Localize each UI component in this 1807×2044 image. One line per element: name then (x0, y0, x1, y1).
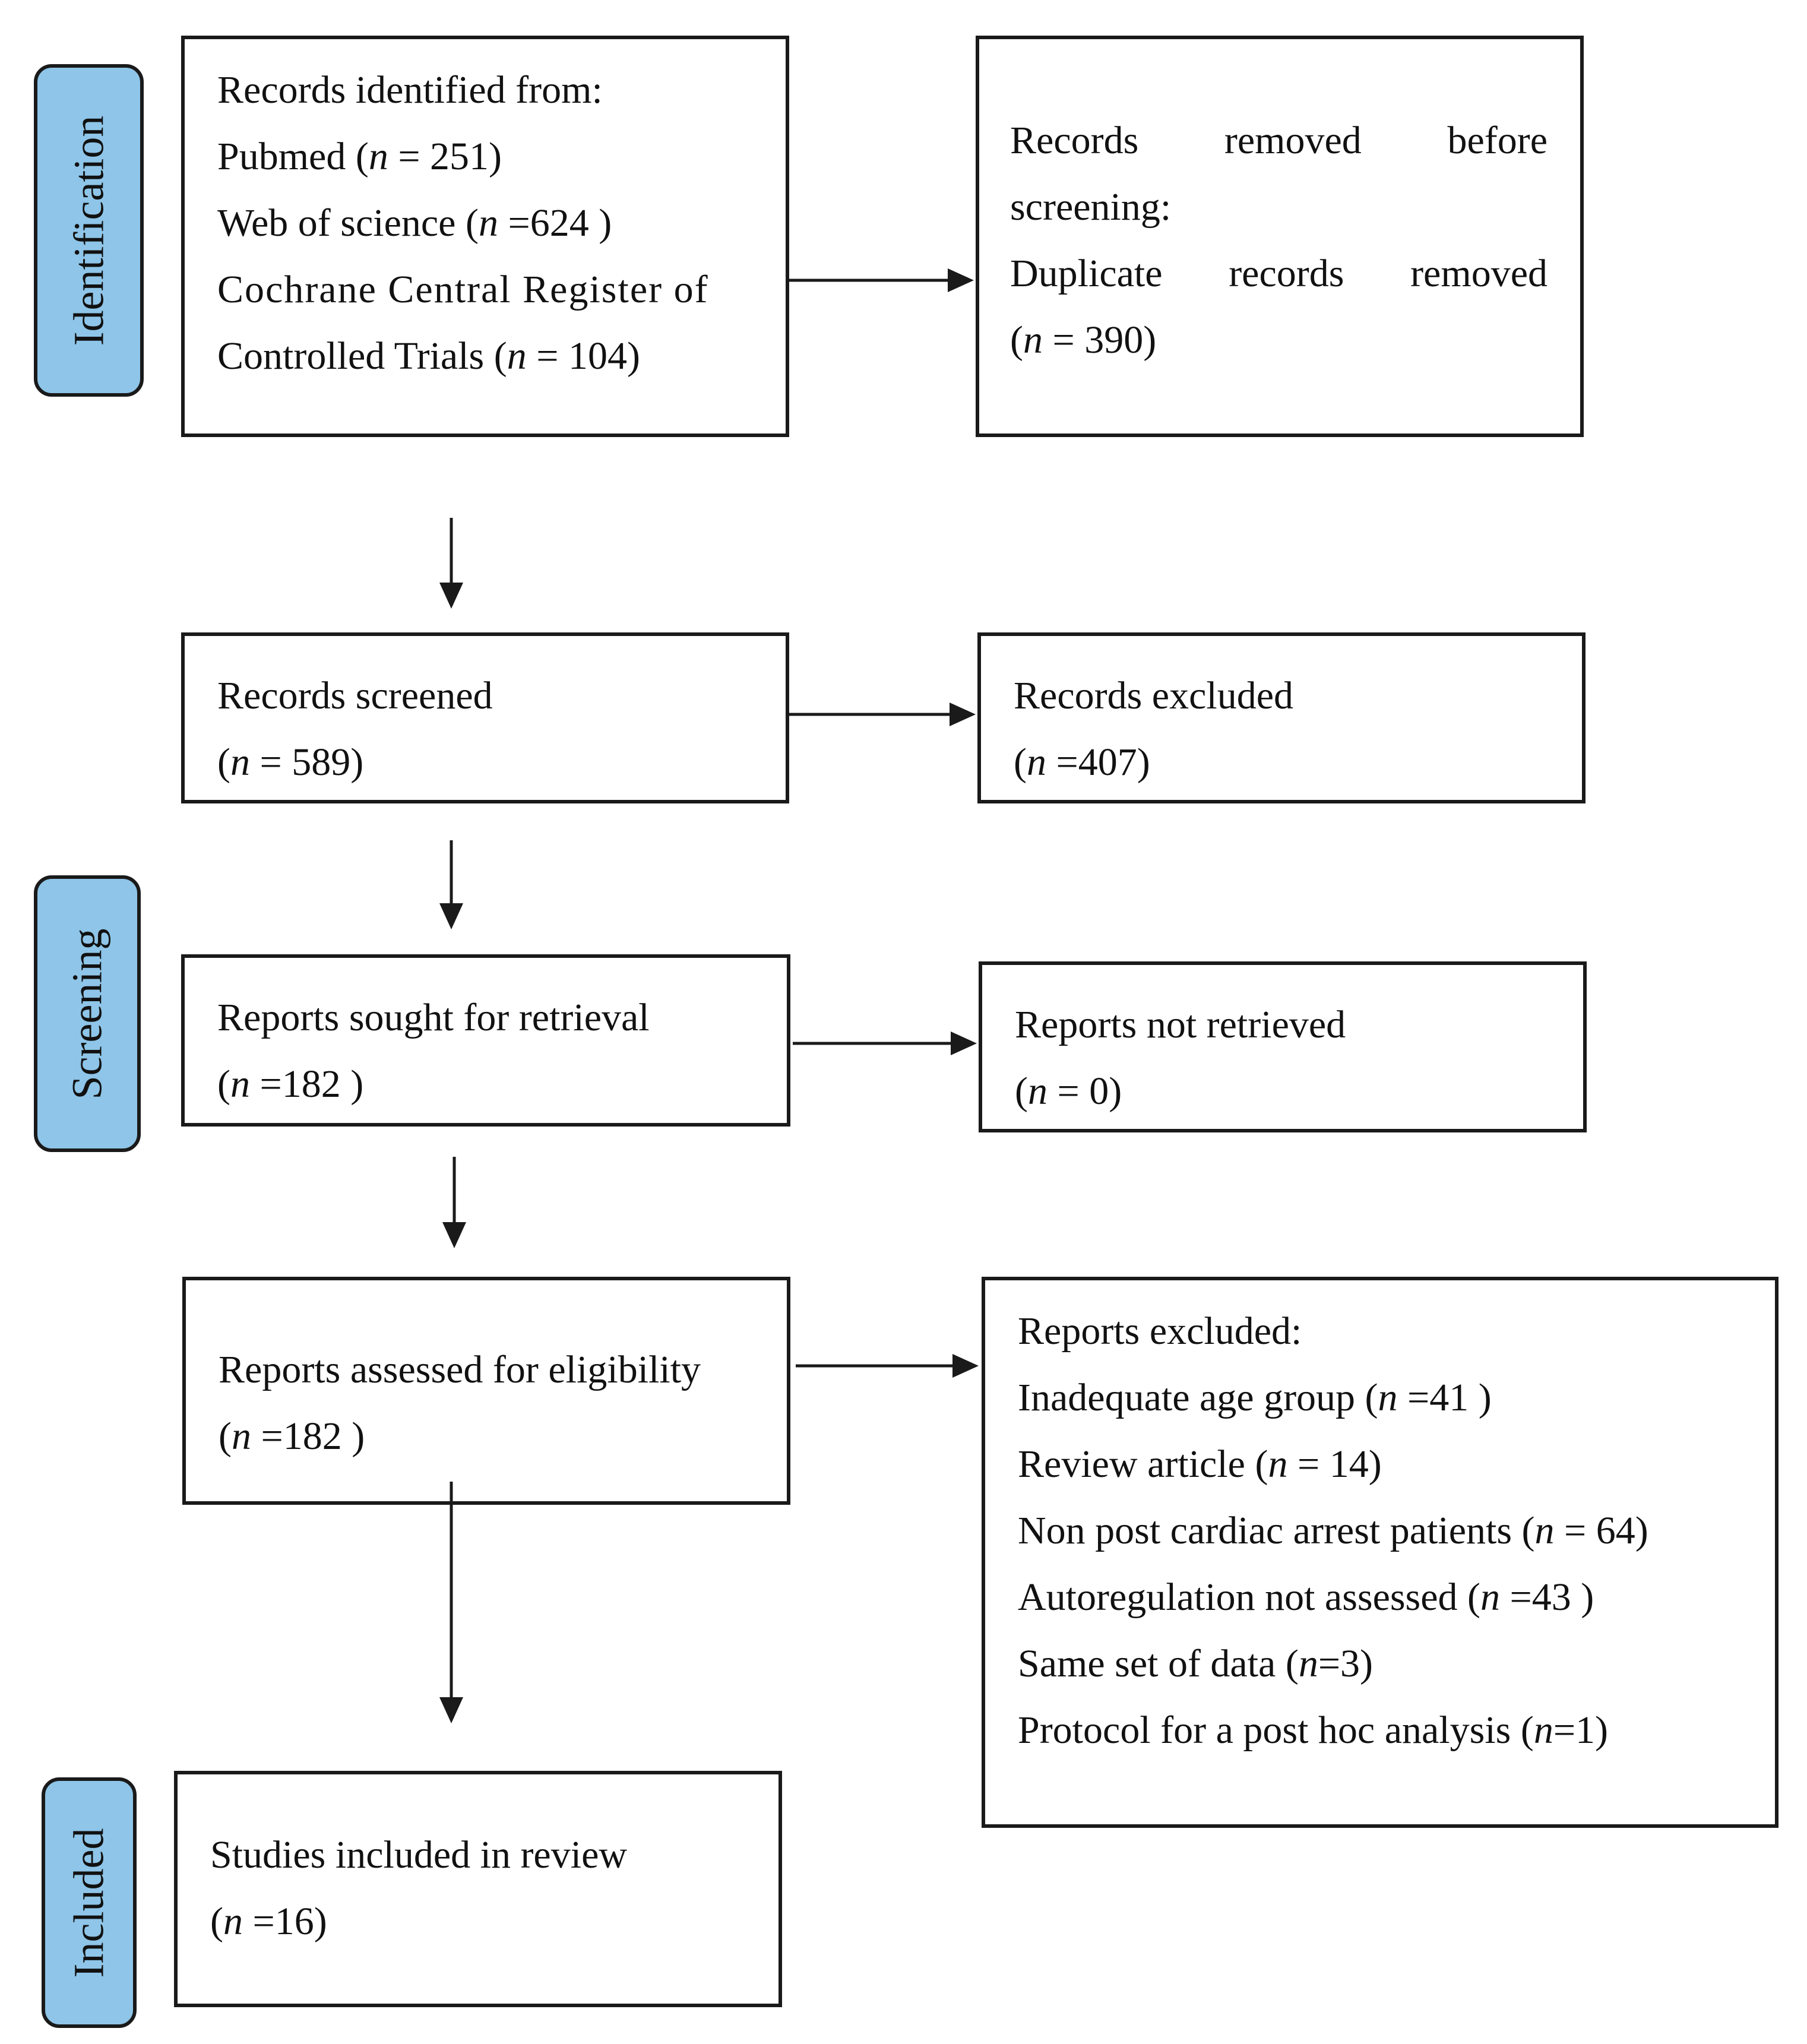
source-pubmed: Pubmed (n = 251) (217, 135, 502, 178)
reports-assessed-title: Reports assessed for eligibility (219, 1348, 701, 1391)
reports-not-retrieved-count: (n = 0) (1015, 1070, 1122, 1113)
reports-not-retrieved-box: Reports not retrieved (n = 0) (979, 961, 1587, 1132)
reports-excluded-box: Reports excluded: Inadequate age group (… (982, 1277, 1778, 1828)
arrow-sought-to-not-retrieved (793, 1032, 977, 1055)
stage-screening: Screening (34, 875, 141, 1152)
records-screened-count: (n = 589) (217, 741, 364, 784)
arrow-assessed-to-excluded (796, 1354, 979, 1378)
studies-included-count: (n =16) (210, 1900, 327, 1943)
records-screened-title: Records screened (217, 674, 493, 717)
arrow-screened-to-sought (439, 840, 463, 929)
source-cochrane: Cochrane Central Register of (217, 268, 709, 311)
studies-included-title: Studies included in review (210, 1833, 628, 1877)
arrow-sought-to-assessed (442, 1157, 466, 1248)
stage-included: Included (42, 1777, 137, 2028)
records-excluded-title: Records excluded (1014, 674, 1293, 717)
exclusion-reason: Non post cardiac arrest patients (n = 64… (1018, 1509, 1648, 1552)
records-excluded-box: Records excluded (n =407) (977, 632, 1586, 803)
reports-sought-box: Reports sought for retrieval (n =182 ) (181, 954, 790, 1127)
source-controlled-trials: Controlled Trials (n = 104) (217, 334, 640, 378)
arrow-assessed-to-included (439, 1482, 463, 1723)
arrow-identified-to-screened (439, 518, 463, 609)
exclusion-reason: Protocol for a post hoc analysis (n=1) (1018, 1708, 1609, 1752)
reports-assessed-count: (n =182 ) (219, 1415, 365, 1458)
exclusion-reason: Review article (n = 14) (1018, 1442, 1382, 1486)
reports-sought-title: Reports sought for retrieval (217, 996, 650, 1039)
records-removed-line-2: screening: (1010, 185, 1172, 229)
arrow-screened-to-excluded (789, 703, 976, 726)
source-web-of-science: Web of science (n =624 ) (217, 201, 612, 245)
reports-not-retrieved-title: Reports not retrieved (1015, 1003, 1346, 1046)
exclusion-reason: Same set of data (n=3) (1018, 1642, 1374, 1685)
records-removed-count: (n = 390) (1010, 318, 1157, 362)
records-screened-box: Records screened (n = 589) (181, 632, 789, 803)
reports-sought-count: (n =182 ) (217, 1062, 364, 1106)
reports-assessed-box: Reports assessed for eligibility (n =182… (182, 1277, 790, 1505)
records-identified-box: Records identified from: Pubmed (n = 251… (181, 36, 789, 437)
studies-included-box: Studies included in review (n =16) (174, 1771, 782, 2007)
records-excluded-count: (n =407) (1014, 741, 1150, 784)
stage-identification: Identification (34, 64, 144, 397)
arrow-identified-to-removed (789, 268, 974, 292)
records-identified-heading: Records identified from: (217, 68, 603, 112)
exclusion-reason: Inadequate age group (n =41 ) (1018, 1376, 1492, 1419)
reports-excluded-heading: Reports excluded: (1018, 1309, 1302, 1353)
exclusion-reason: Autoregulation not assessed (n =43 ) (1018, 1575, 1594, 1619)
